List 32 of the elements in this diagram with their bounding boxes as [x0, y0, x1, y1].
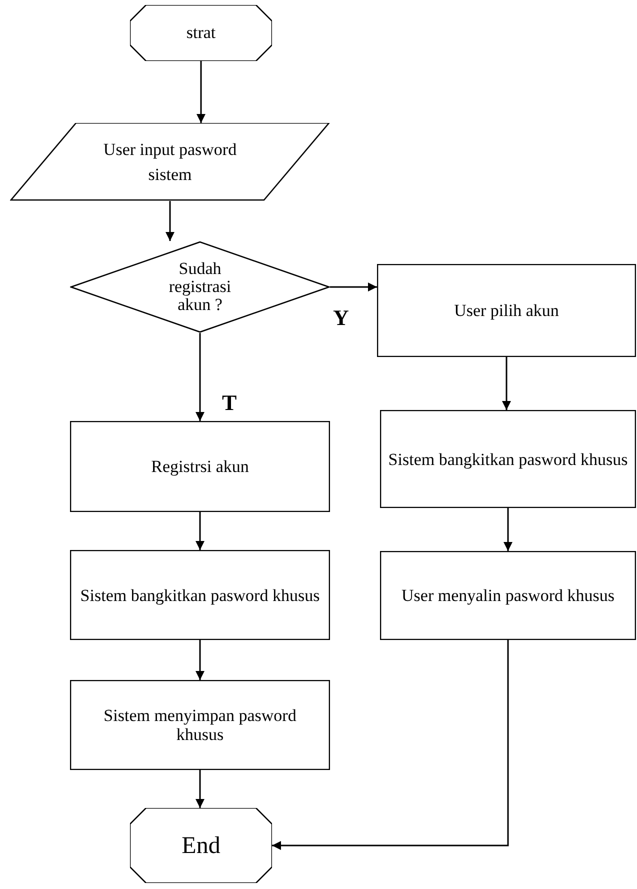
node-text: User menyalin pasword khusus	[400, 587, 616, 604]
arrow	[196, 333, 204, 421]
process-box	[380, 410, 636, 508]
node-text: User input pasword sistem	[102, 138, 238, 186]
arrow	[196, 640, 204, 680]
process-box	[377, 264, 636, 357]
process-box	[380, 551, 636, 640]
arrow	[504, 508, 512, 551]
arrow	[196, 770, 204, 808]
arrow	[166, 201, 174, 241]
terminator-shape	[130, 808, 272, 883]
process-box	[70, 550, 330, 640]
arrow	[272, 640, 509, 850]
node-text: Sistem bangkitkan pasword khusus	[387, 450, 629, 468]
node-text: End	[180, 832, 222, 860]
process-box	[70, 421, 330, 512]
arrow	[502, 357, 511, 410]
node-text: Sistem menyimpan pasword khusus	[102, 706, 298, 744]
edge-label: Y	[333, 307, 349, 329]
node-text: Sudah registrasi akun ?	[168, 260, 232, 314]
node-text: Sistem bangkitkan pasword khusus	[79, 586, 321, 604]
terminator-shape	[130, 5, 272, 61]
decision-diamond	[70, 241, 330, 333]
node-text: strat	[185, 22, 217, 44]
node-text: Registrsi akun	[150, 456, 250, 478]
arrow	[330, 282, 377, 292]
input-parallelogram	[10, 123, 330, 201]
arrow	[196, 61, 206, 123]
process-box	[70, 680, 330, 770]
edge-label: T	[222, 392, 237, 414]
node-text: User pilih akun	[453, 300, 560, 322]
arrow	[196, 512, 204, 550]
